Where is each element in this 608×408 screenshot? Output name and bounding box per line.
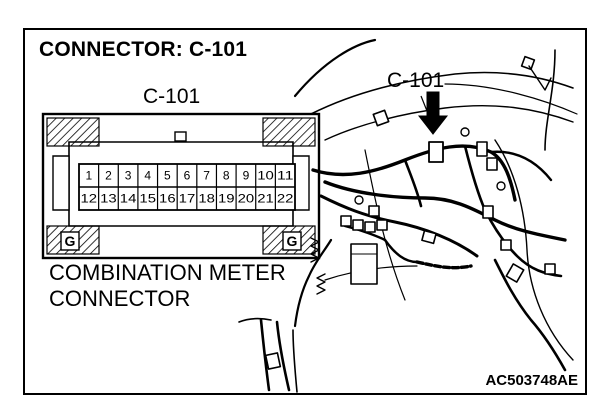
pin-bottom-20: 20 — [238, 192, 255, 206]
plug-1 — [340, 215, 352, 227]
plug-4 — [376, 219, 388, 231]
pin-top-6: 6 — [184, 169, 191, 183]
connector-key — [174, 131, 187, 142]
figure-code: AC503748AE — [485, 372, 578, 389]
plug-7 — [476, 141, 488, 157]
pin-top-11: 11 — [277, 169, 294, 183]
pin-bottom-16: 16 — [159, 192, 176, 206]
plug-10 — [500, 239, 512, 251]
connector-label: C-101 — [143, 85, 201, 108]
pin-top-5: 5 — [164, 169, 171, 183]
pin-bottom-13: 13 — [100, 192, 117, 206]
pin-bottom-19: 19 — [218, 192, 235, 206]
plug-13 — [372, 109, 390, 127]
ground-label-left: G — [65, 233, 76, 249]
pin-top-7: 7 — [203, 169, 210, 183]
plug-2 — [352, 219, 364, 231]
pin-bottom-15: 15 — [139, 192, 156, 206]
plug-8 — [486, 157, 498, 171]
pin-bottom-22: 22 — [277, 192, 294, 206]
caption-line-2: CONNECTOR — [49, 286, 191, 311]
pin-top-3: 3 — [125, 169, 132, 183]
plug-9 — [482, 205, 494, 219]
pin-top-10: 10 — [257, 169, 274, 183]
diagram-title: CONNECTOR: C-101 — [39, 38, 248, 61]
pin-bottom-17: 17 — [179, 192, 196, 206]
pin-top-4: 4 — [144, 169, 151, 183]
pin-top-1: 1 — [85, 169, 92, 183]
pin-bottom-12: 12 — [81, 192, 98, 206]
plug-6 — [421, 229, 437, 245]
ground-box-right — [282, 231, 302, 251]
pin-bottom-21: 21 — [257, 192, 274, 206]
ground-box-left — [60, 231, 80, 251]
dashboard-harness-illustration — [238, 38, 578, 393]
pin-top-2: 2 — [105, 169, 112, 183]
plug-5 — [368, 205, 380, 217]
caption-line-1: COMBINATION METER — [49, 260, 286, 285]
pin-top-9: 9 — [243, 169, 250, 183]
c101-connector-plug — [428, 141, 444, 163]
relay-box — [350, 243, 378, 285]
plug-11 — [505, 263, 525, 283]
latch-top-right — [262, 117, 316, 147]
pin-bottom-14: 14 — [120, 192, 137, 206]
plug-12 — [544, 263, 556, 275]
c101-callout-arrow — [417, 91, 449, 135]
callout-label: C-101 — [387, 69, 445, 92]
pin-top-8: 8 — [223, 169, 230, 183]
pin-bottom-18: 18 — [198, 192, 215, 206]
ground-label-right: G — [287, 233, 298, 249]
connector-plug-bottom — [264, 352, 282, 370]
plug-3 — [364, 221, 376, 233]
